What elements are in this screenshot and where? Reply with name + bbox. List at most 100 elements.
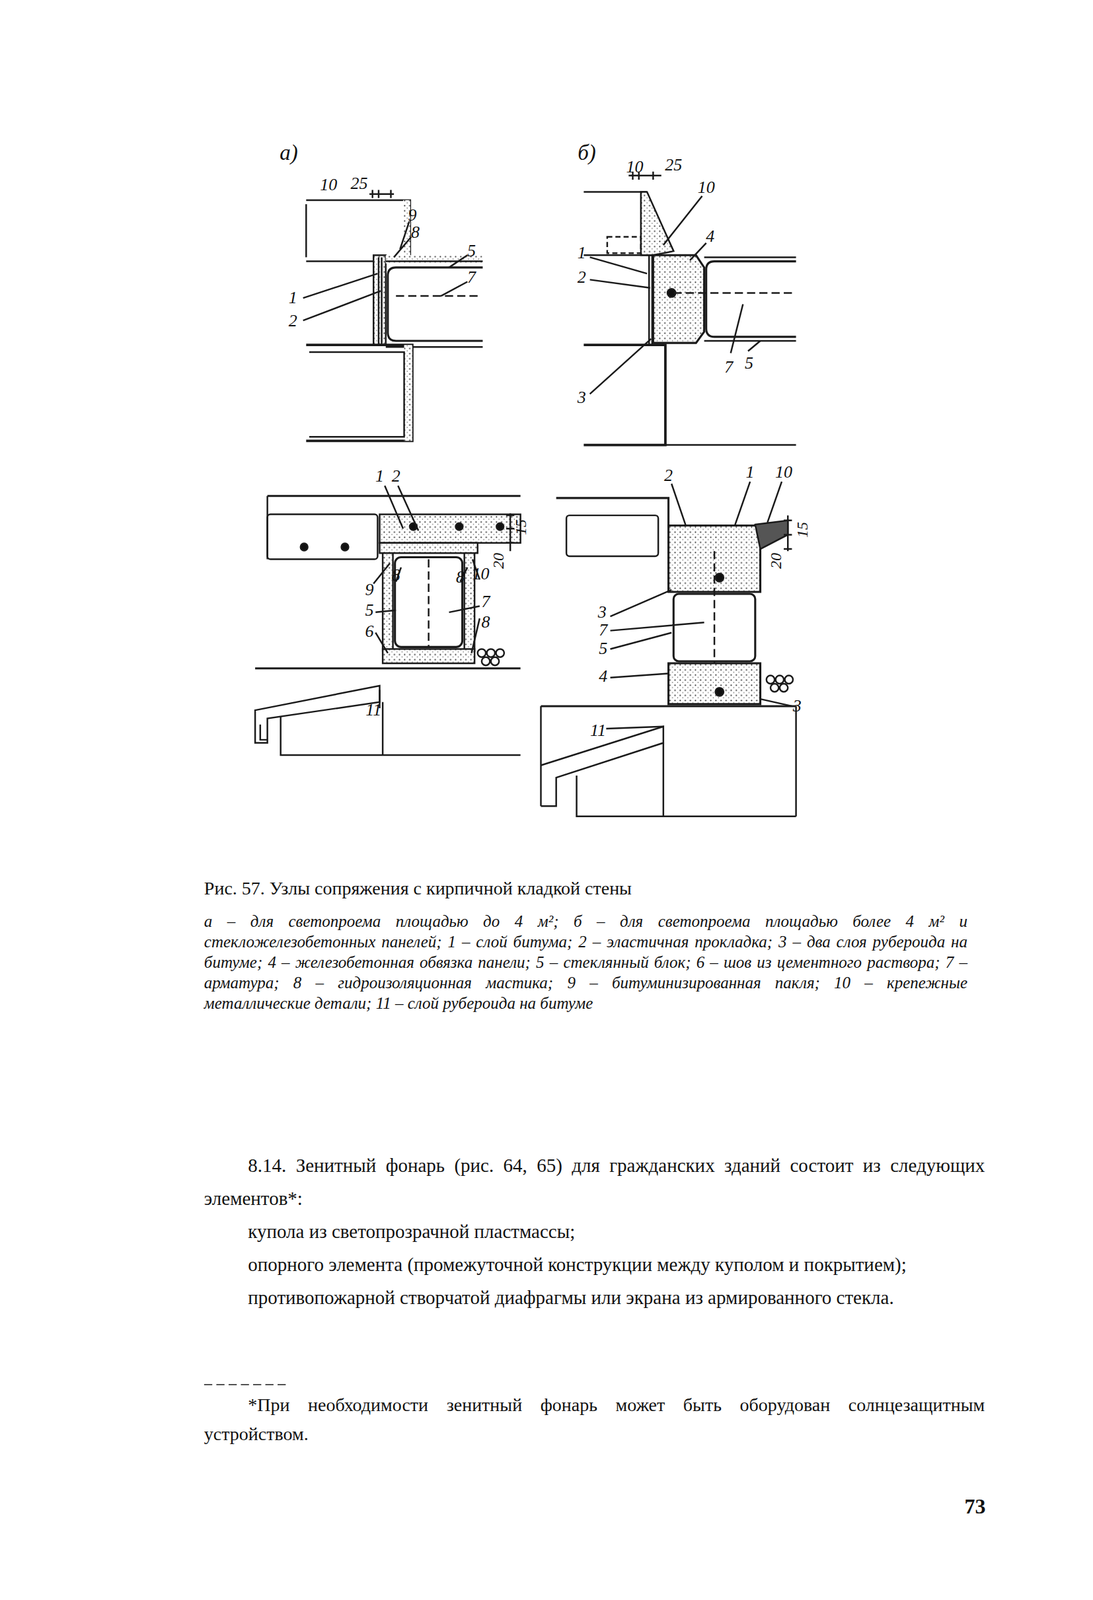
callout-number: 3 <box>577 389 587 407</box>
node-b-top <box>648 255 653 345</box>
node-b-top <box>640 192 674 256</box>
figure-caption: Рис. 57. Узлы сопряжения с кирпичной кла… <box>204 879 632 899</box>
node-a-bottom <box>379 514 521 544</box>
callout-number: 11 <box>590 722 606 740</box>
node-a-bottom <box>255 685 380 743</box>
node-b-top <box>673 292 796 294</box>
node-a-bottom <box>490 657 499 666</box>
node-b-top <box>590 196 761 395</box>
node-b-bottom <box>785 676 793 684</box>
callout-number: 5 <box>598 640 608 658</box>
callout-number: 10 <box>319 176 338 194</box>
callout-number: 11 <box>365 701 382 719</box>
footnote: *При необходимости зенитный фонарь может… <box>204 1391 985 1450</box>
node-a-bottom <box>373 485 480 709</box>
node-a-top <box>395 295 482 297</box>
callout-number: 7 <box>598 621 608 640</box>
callout-number: 9 <box>365 581 375 599</box>
callout-number: 10 <box>697 179 716 197</box>
node-b-bottom <box>668 663 761 705</box>
callout-number: 25 <box>664 156 682 174</box>
node-a-bottom <box>496 648 505 657</box>
node-a-bottom <box>427 559 429 648</box>
figure-letter: а) <box>279 142 299 164</box>
node-a-top <box>303 189 484 441</box>
node-a-bottom <box>455 523 464 531</box>
node-a-top <box>305 204 307 258</box>
node-a-top <box>385 261 484 348</box>
node-a-bottom <box>496 523 504 531</box>
callout-number: 3 <box>792 697 802 716</box>
node-a-top <box>305 260 376 262</box>
node-b-bottom <box>566 515 659 557</box>
node-b-top <box>583 254 653 256</box>
node-b-top <box>652 255 704 343</box>
callout-number: 5 <box>365 602 375 620</box>
callout-number: 1 <box>375 467 384 486</box>
body-text: противопожарной створчатой диафрагмы или… <box>204 1281 985 1315</box>
figure-letter: б) <box>577 142 597 164</box>
node-b-bottom <box>715 687 724 696</box>
node-b-bottom <box>779 683 788 692</box>
node-a-top <box>305 344 413 441</box>
callout-number: 9 <box>407 206 417 225</box>
node-a-top <box>369 189 394 198</box>
callout-number: 1 <box>288 289 298 307</box>
callout-number: 2 <box>288 312 298 330</box>
node-a-bottom <box>280 702 521 756</box>
node-b-bottom <box>541 481 797 817</box>
dimension: 20 <box>490 553 507 569</box>
node-b-bottom <box>541 705 797 708</box>
dimension: 20 <box>767 553 784 569</box>
callout-number: 7 <box>481 593 491 611</box>
callout-number: 2 <box>577 268 587 287</box>
footnote-rule <box>204 1384 289 1386</box>
node-a-bottom <box>382 648 475 664</box>
node-a-bottom <box>300 543 308 552</box>
figure-key: а – для светопроема площадью до 4 м²; б … <box>204 911 968 1014</box>
node-b-top <box>583 171 796 446</box>
callout-number: 3 <box>598 603 607 622</box>
node-a-bottom <box>267 494 521 497</box>
body-text: опорного элемента (промежуточной констру… <box>204 1248 985 1282</box>
callout-number: 10 <box>471 565 490 583</box>
node-b-top <box>607 237 641 254</box>
callout-number: 6 <box>365 623 375 641</box>
node-a-bottom <box>481 657 490 666</box>
dimension: 15 <box>512 519 529 536</box>
callout-number: 10 <box>775 463 793 482</box>
node-a-top <box>373 255 386 345</box>
callout-number: 10 <box>626 158 644 176</box>
node-b-top <box>704 257 797 341</box>
node-a-bottom <box>382 553 393 651</box>
node-b-top <box>583 344 666 445</box>
callout-number: 8 <box>391 566 401 585</box>
node-b-bottom <box>770 683 779 692</box>
node-b-bottom <box>783 515 792 552</box>
body-text: купола из светопрозрачной пластмассы; <box>204 1215 985 1249</box>
node-a-top <box>309 352 405 437</box>
body-text: 8.14. Зенитный фонарь (рис. 64, 65) для … <box>204 1149 985 1216</box>
callout-number: 2 <box>391 467 401 486</box>
node-a-top <box>303 221 468 321</box>
callout-number: 25 <box>350 175 369 193</box>
node-a-top <box>404 344 413 441</box>
callout-number: 8 <box>411 224 420 242</box>
node-b-bottom <box>715 573 724 582</box>
node-b-bottom <box>775 676 784 684</box>
footnote-rule <box>204 1384 289 1386</box>
callout-number: 4 <box>705 227 715 246</box>
callout-number: 1 <box>577 244 587 262</box>
callout-number: 8 <box>455 568 465 587</box>
node-b-bottom <box>576 706 797 817</box>
callout-number: 5 <box>744 354 754 373</box>
callout-number: 4 <box>598 668 608 686</box>
node-a-bottom <box>395 557 463 647</box>
callout-number: 7 <box>467 268 476 287</box>
node-b-bottom <box>766 676 775 684</box>
node-a-top <box>378 257 382 345</box>
node-a-bottom <box>267 514 378 560</box>
node-b-top <box>706 261 797 338</box>
